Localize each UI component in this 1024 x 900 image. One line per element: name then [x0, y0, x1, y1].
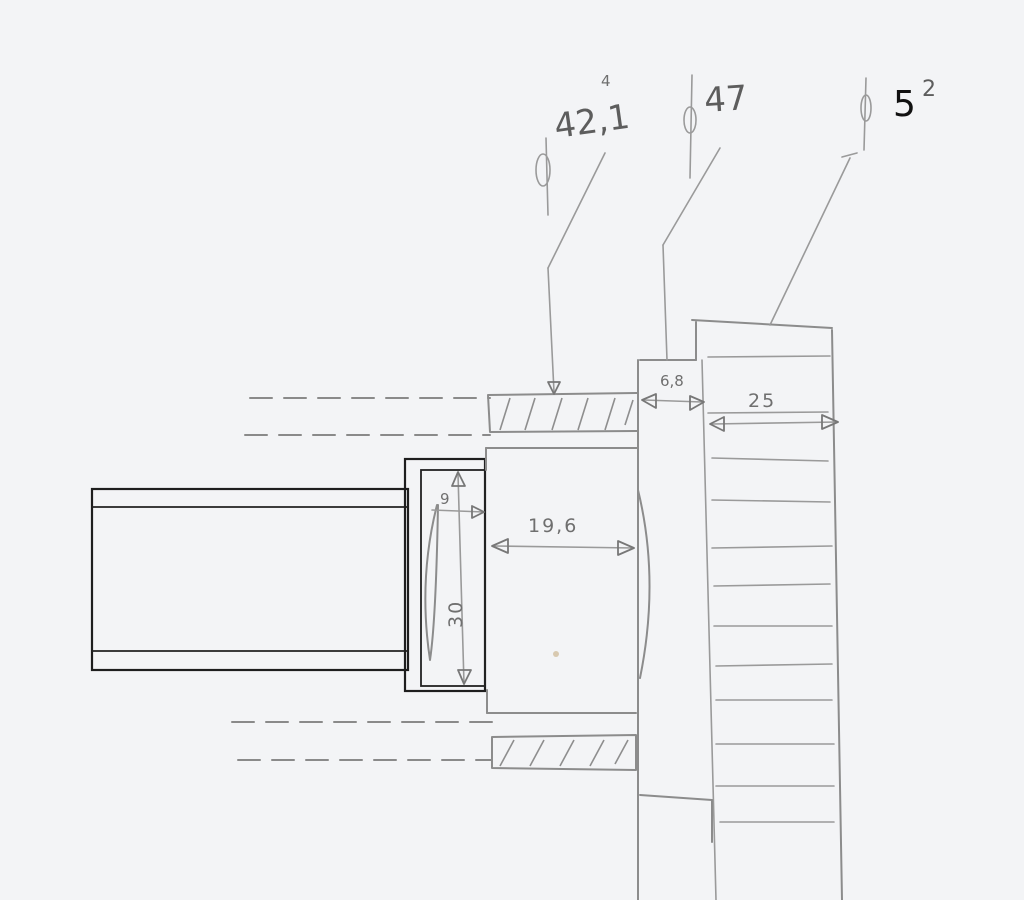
gear-teeth [707, 355, 835, 823]
dim-small-width-label: 9 [440, 490, 450, 508]
lower-hatched-ring [491, 734, 637, 771]
stepped-body [637, 319, 843, 900]
dim-width-right-label: 25 [748, 390, 776, 412]
dim-gap-label: 6,8 [660, 372, 684, 390]
dim-small-width: 9 [431, 490, 485, 519]
callout-d3-superscript: 2 [922, 77, 936, 102]
dim-inner-width-label: 19,6 [528, 515, 578, 537]
shaft [90, 487, 410, 672]
dim-height: 30 [445, 471, 472, 685]
upper-hatched-ring [487, 392, 639, 433]
dim-height-label: 30 [445, 600, 467, 628]
callout-d3: 5 2 [860, 77, 936, 125]
leader-lines [545, 74, 867, 395]
callout-d2-value: 47 [703, 78, 749, 121]
dim-width-right: 25 [709, 390, 839, 432]
callout-d1-value: 42,1 [552, 97, 633, 147]
callout-d1: 42,1 4 [535, 72, 633, 187]
smudge [553, 651, 559, 657]
callout-d1-superscript: 4 [601, 72, 611, 90]
callout-d2: 47 [683, 78, 749, 134]
dim-gap: 6,8 [641, 372, 705, 411]
inner-housing [424, 447, 651, 714]
callout-d3-value: 5 [893, 84, 916, 125]
phantom-lines [231, 397, 493, 761]
dim-inner-width: 19,6 [491, 515, 635, 556]
